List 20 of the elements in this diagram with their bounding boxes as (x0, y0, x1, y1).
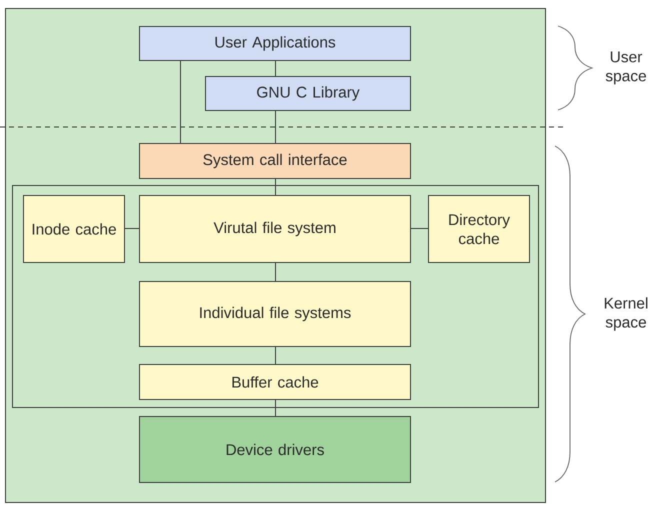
component-box: Individual file systems (139, 281, 411, 347)
component-box: Device drivers (139, 416, 411, 483)
component-box: Directory cache (428, 195, 530, 263)
connector-line (180, 60, 181, 144)
component-box: Virutal file system (139, 195, 411, 263)
connector-line (275, 60, 276, 76)
connector-line (275, 262, 276, 282)
component-box: GNU C Library (205, 76, 411, 111)
component-box: User Applications (139, 26, 411, 61)
component-box: System call interface (139, 143, 411, 179)
brace-label: User space (606, 52, 646, 84)
connector-line (275, 400, 276, 416)
connector-line (275, 346, 276, 364)
component-box: Inode cache (23, 195, 125, 263)
component-box: Buffer cache (139, 364, 411, 400)
connector-line (275, 178, 276, 196)
connector-line (275, 110, 276, 144)
connector-line (410, 228, 428, 229)
connector-line (124, 228, 140, 229)
brace-label: Kernel space (604, 297, 648, 331)
